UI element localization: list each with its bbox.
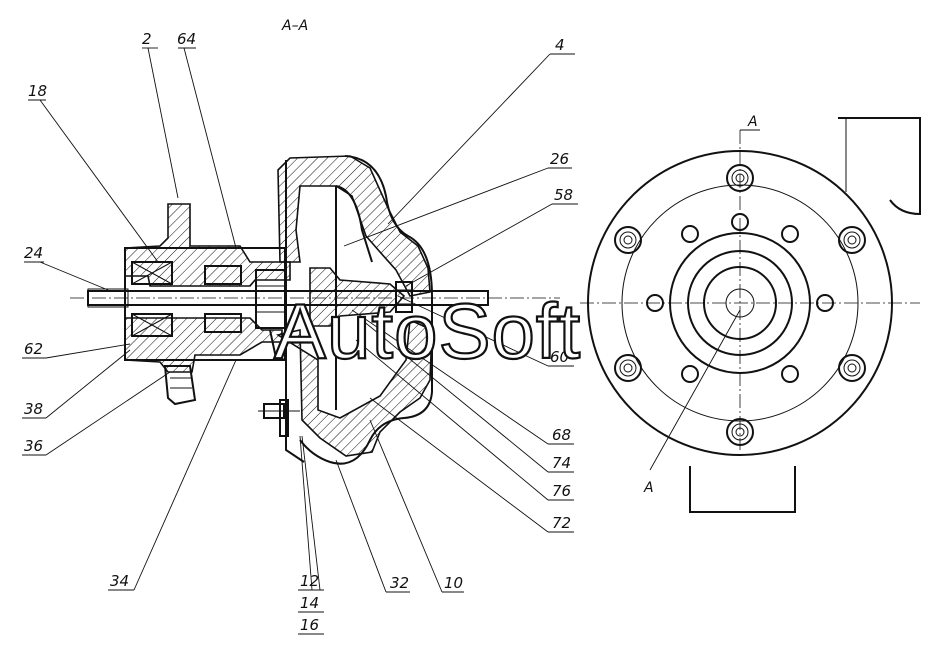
section-marker-top: A [747, 114, 758, 130]
callout-68: 68 [552, 426, 571, 444]
callout-10: 10 [444, 574, 463, 592]
callout-62: 62 [24, 340, 43, 358]
hub-flange [669, 232, 811, 374]
hub-bore [703, 266, 777, 340]
callout-74: 74 [552, 454, 571, 472]
callout-2: 2 [142, 30, 152, 48]
callout-32: 32 [390, 574, 409, 592]
section-view: A–A [70, 18, 560, 465]
callout-24: 24 [24, 244, 43, 262]
section-line-diag [649, 309, 741, 471]
callout-14: 14 [300, 594, 319, 612]
shaft [87, 288, 489, 308]
shaft-end [725, 288, 755, 318]
seal-assembly [255, 269, 287, 361]
callout-58: 58 [554, 186, 573, 204]
callout-36: 36 [24, 437, 43, 455]
callout-labels: 2 64 18 24 62 38 36 34 4 26 58 60 68 74 … [24, 30, 573, 634]
watermark-logo: AutoSoft [274, 287, 581, 375]
inlet-pipe [689, 466, 796, 513]
section-marker-bottom: A [643, 480, 654, 496]
mounting-bolt [258, 399, 300, 437]
callout-18: 18 [28, 82, 47, 100]
hub-ring [687, 250, 793, 356]
callout-12: 12 [300, 572, 319, 590]
callout-64: 64 [177, 30, 196, 48]
bearings [131, 261, 242, 337]
impeller [309, 267, 413, 327]
callout-38: 38 [24, 400, 43, 418]
outlet-pipe [838, 117, 921, 216]
callout-76: 76 [552, 482, 571, 500]
callout-4: 4 [555, 36, 565, 54]
inner-bolt-holes [646, 213, 834, 383]
section-title: A–A [281, 18, 308, 34]
callout-16: 16 [300, 616, 319, 634]
leader-lines [22, 47, 578, 635]
casing-outline [587, 150, 893, 456]
callout-60: 60 [550, 348, 569, 366]
callout-34: 34 [110, 572, 129, 590]
end-view: A A [580, 114, 921, 513]
bolt-circle [621, 184, 859, 422]
stud-bolts [614, 164, 866, 446]
callout-72: 72 [552, 514, 571, 532]
callout-26: 26 [550, 150, 569, 168]
